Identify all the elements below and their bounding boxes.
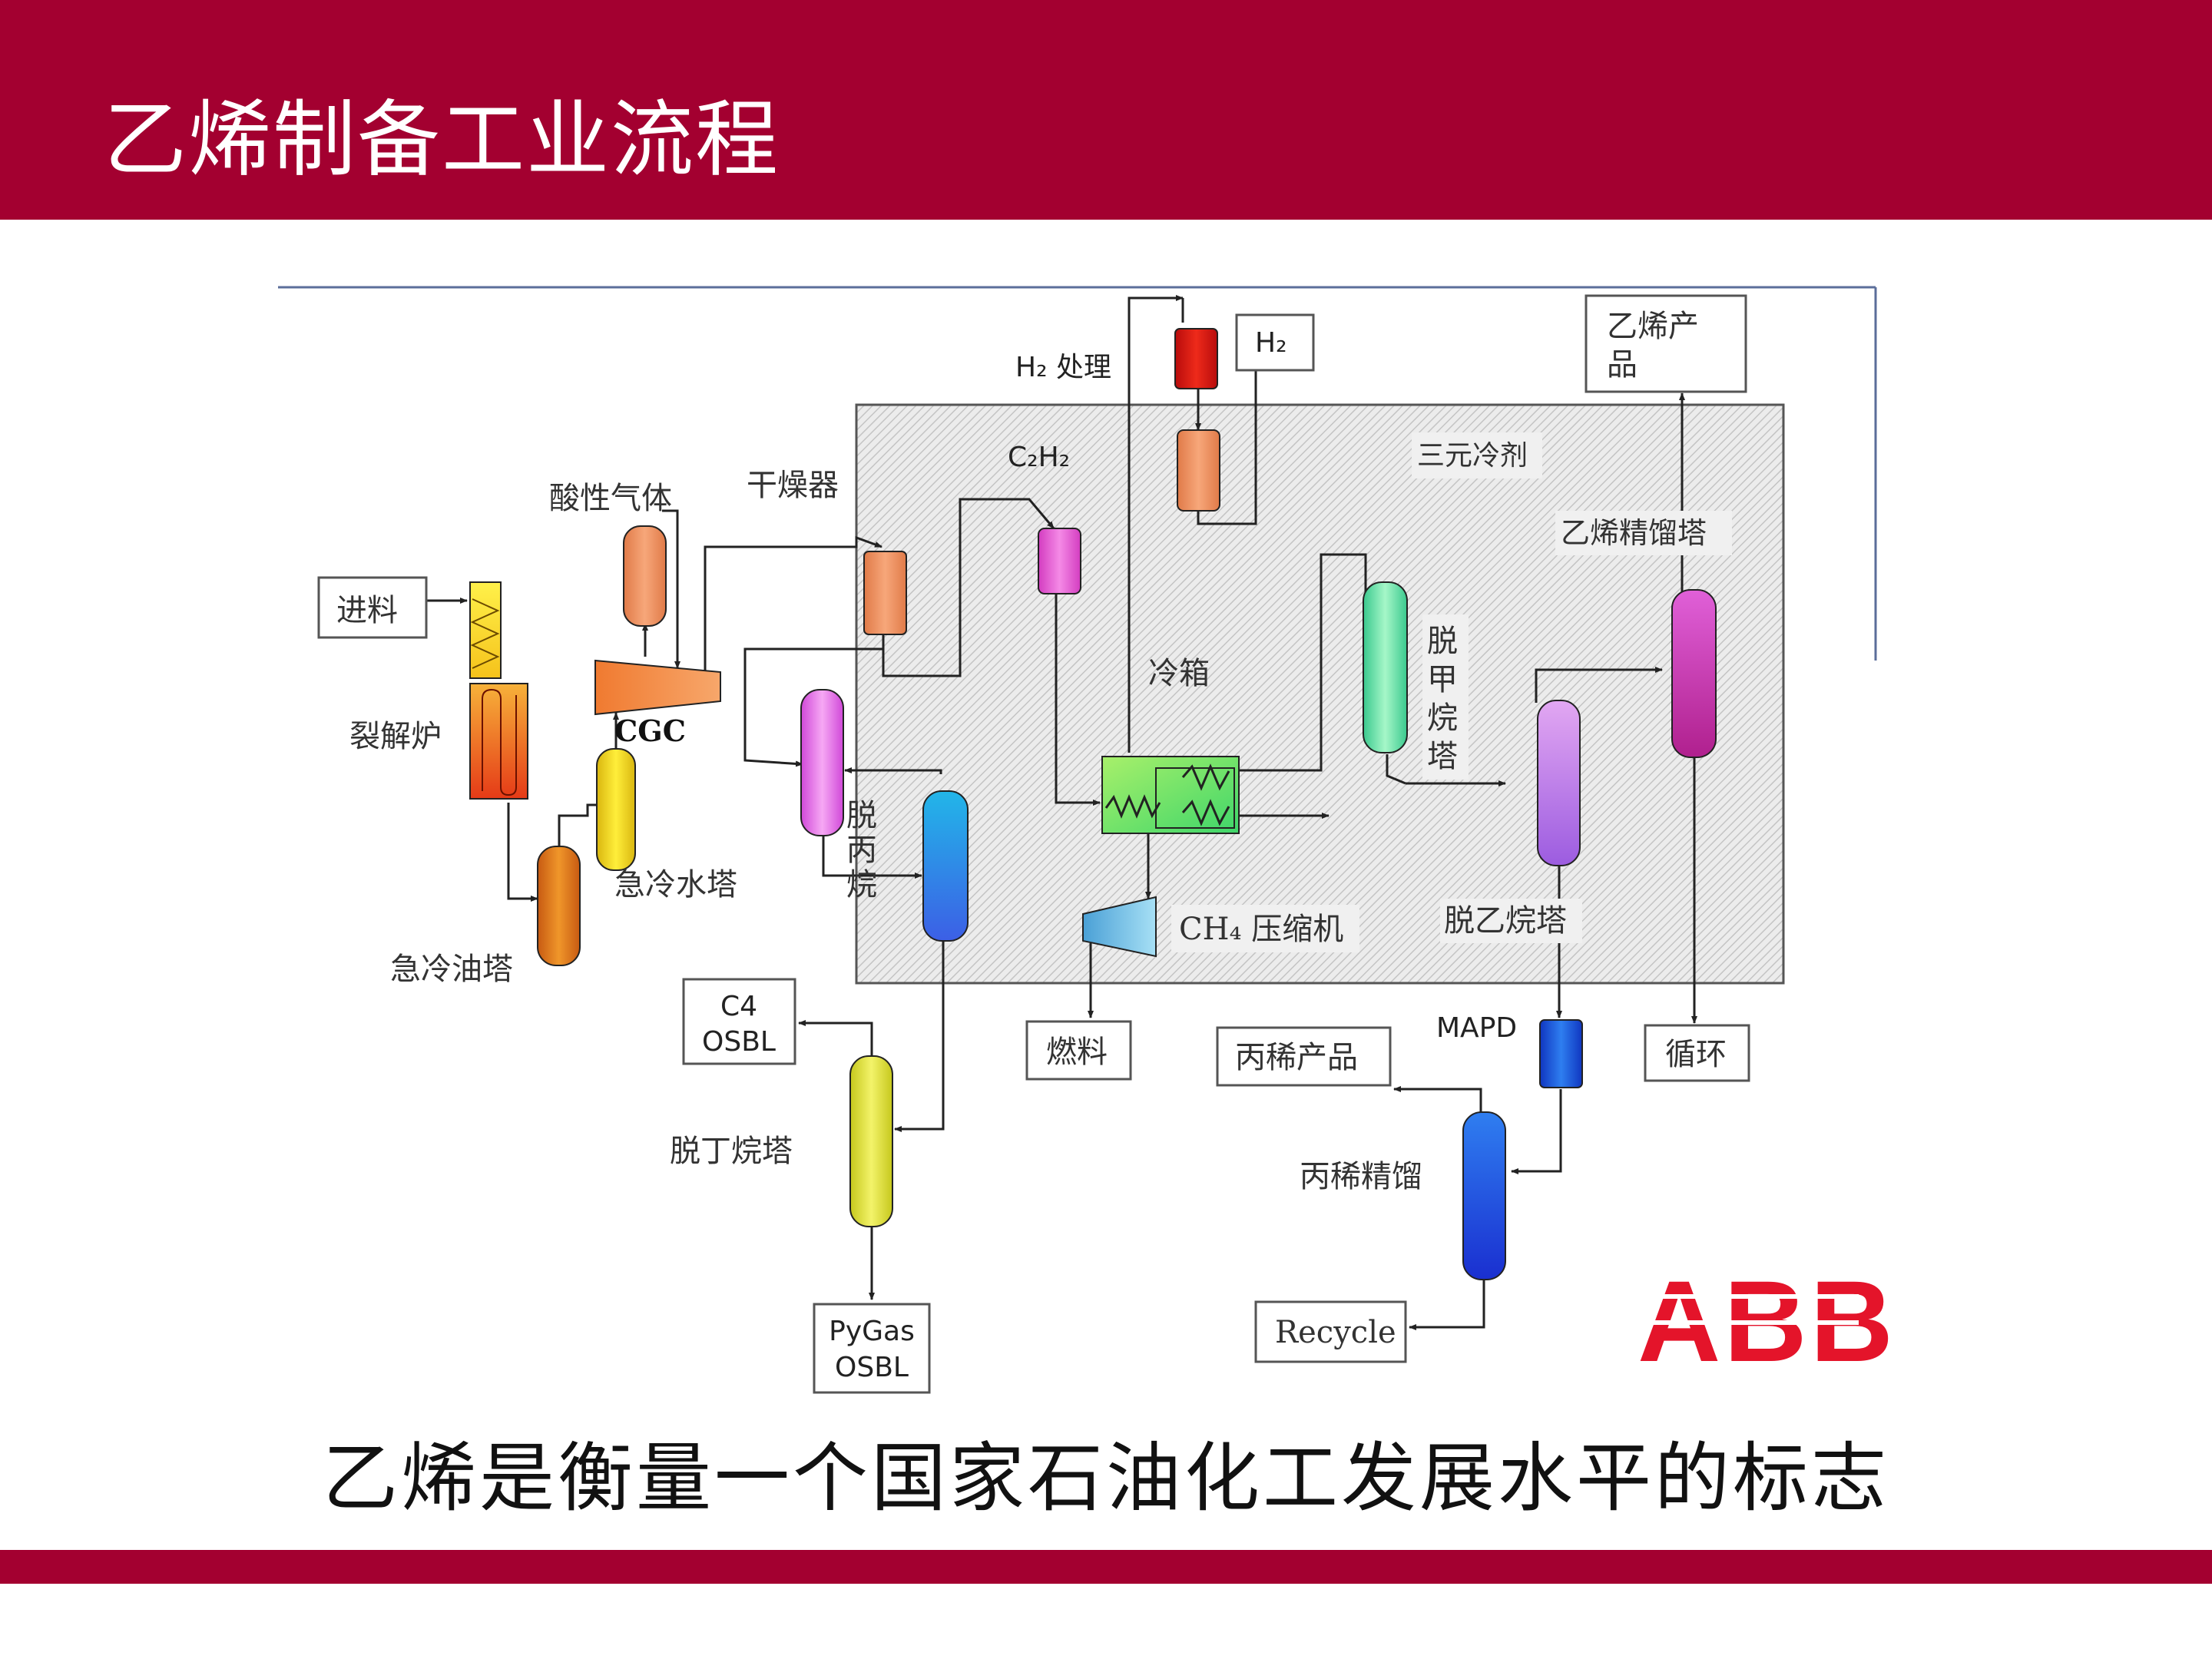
deethanizer-label-bg <box>1440 899 1582 943</box>
h2-label: H₂ <box>1255 327 1287 359</box>
ternary-refrigerant-label: 三元冷剂 <box>1417 440 1528 472</box>
ethylene-product-label-2: 品 <box>1607 347 1637 382</box>
demethanizer-label-3: 烷 <box>1427 700 1458 736</box>
ch4-compressor <box>1082 896 1157 958</box>
cracking-furnace <box>469 581 528 800</box>
c2h2-label: C₂H₂ <box>1008 442 1070 473</box>
fuel-label: 燃料 <box>1046 1035 1108 1070</box>
h2-methanator <box>1177 429 1220 512</box>
ethylene-fractionator-label-bg <box>1555 511 1732 555</box>
ch4-compressor-label: CH₄ 压缩机 <box>1179 912 1343 947</box>
cold-box-heat-exchanger <box>1101 756 1240 834</box>
ethylene-fractionator <box>1671 589 1717 758</box>
demethanizer-label-2: 甲 <box>1427 662 1458 697</box>
demethanizer <box>1363 581 1408 753</box>
acid-gas-column <box>623 525 667 627</box>
demethanizer-label-1: 脱 <box>1427 624 1458 659</box>
slide-title: 乙烯制备工业流程 <box>104 92 780 188</box>
quench-oil-tower-label: 急冷油塔 <box>390 952 513 987</box>
cgc-label: CGC <box>614 714 686 748</box>
quench-water-tower <box>596 748 636 871</box>
pygas-osbl-label-1: PyGas <box>829 1316 915 1347</box>
ch4-compressor-label-bg <box>1171 905 1359 952</box>
quench-oil-tower <box>537 846 581 966</box>
footer-bar <box>0 1550 2212 1584</box>
debutanizer-label: 脱丁烷塔 <box>670 1134 793 1169</box>
cgc-compressor <box>594 659 721 716</box>
propylene-product-label: 丙稀产品 <box>1235 1040 1358 1075</box>
c2h2-reactor <box>1038 528 1081 594</box>
propylene-fractionator <box>1462 1111 1506 1280</box>
c3-separation-column <box>922 790 969 942</box>
c4-osbl-label-2: OSBL <box>702 1026 776 1058</box>
dryer-label: 干燥器 <box>747 468 839 503</box>
h2-treatment-vessel <box>1174 328 1218 389</box>
quench-water-tower-label: 急冷水塔 <box>614 867 737 902</box>
recycle-cn-label: 循环 <box>1665 1037 1727 1072</box>
recycle-label: Recycle <box>1275 1315 1396 1350</box>
feed-label: 进料 <box>336 593 398 628</box>
depropanizer-label-1: 脱 <box>846 798 877 833</box>
cracking-furnace-label: 裂解炉 <box>349 719 442 754</box>
c4-osbl-label-1: C4 <box>720 991 757 1022</box>
mapd-label: MAPD <box>1436 1012 1517 1044</box>
recycle-cn-box <box>1644 1024 1750 1082</box>
acid-gas-label: 酸性气体 <box>549 481 672 516</box>
depropanizer-label-2: 丙 <box>846 833 877 868</box>
propylene-product-box <box>1216 1026 1392 1087</box>
feed-box <box>317 576 428 639</box>
debutanizer <box>849 1055 893 1227</box>
h2-box <box>1235 313 1315 372</box>
deethanizer-label: 脱乙烷塔 <box>1444 903 1567 939</box>
ethylene-fractionator-label: 乙烯精馏塔 <box>1561 516 1707 550</box>
recycle-box <box>1254 1300 1407 1363</box>
depropanizer <box>800 689 844 836</box>
demethanizer-label-bg <box>1422 614 1469 780</box>
propylene-fractionator-label: 丙稀精馏 <box>1300 1159 1422 1194</box>
mapd-reactor <box>1539 1019 1583 1088</box>
ethylene-product-label-1: 乙烯产 <box>1607 309 1699 344</box>
dryer <box>863 551 907 635</box>
c4-osbl-box <box>682 978 796 1065</box>
h2-treatment-label: H₂ 处理 <box>1015 352 1111 383</box>
ternary-refrigerant-bg <box>1412 432 1542 478</box>
slide-caption: 乙烯是衡量一个国家石油化工发展水平的标志 <box>322 1435 1889 1522</box>
depropanizer-label-3: 烷 <box>846 867 877 902</box>
abb-logo-stripes <box>1632 1294 1859 1325</box>
demethanizer-label-4: 塔 <box>1427 739 1458 774</box>
deethanizer <box>1537 700 1581 866</box>
pygas-osbl-label-2: OSBL <box>835 1352 909 1383</box>
pygas-osbl-box <box>813 1303 931 1394</box>
ethylene-product-box <box>1584 294 1747 393</box>
fuel-box <box>1025 1020 1132 1081</box>
title-bar <box>0 0 2212 220</box>
cold-box-label: 冷箱 <box>1148 656 1210 691</box>
